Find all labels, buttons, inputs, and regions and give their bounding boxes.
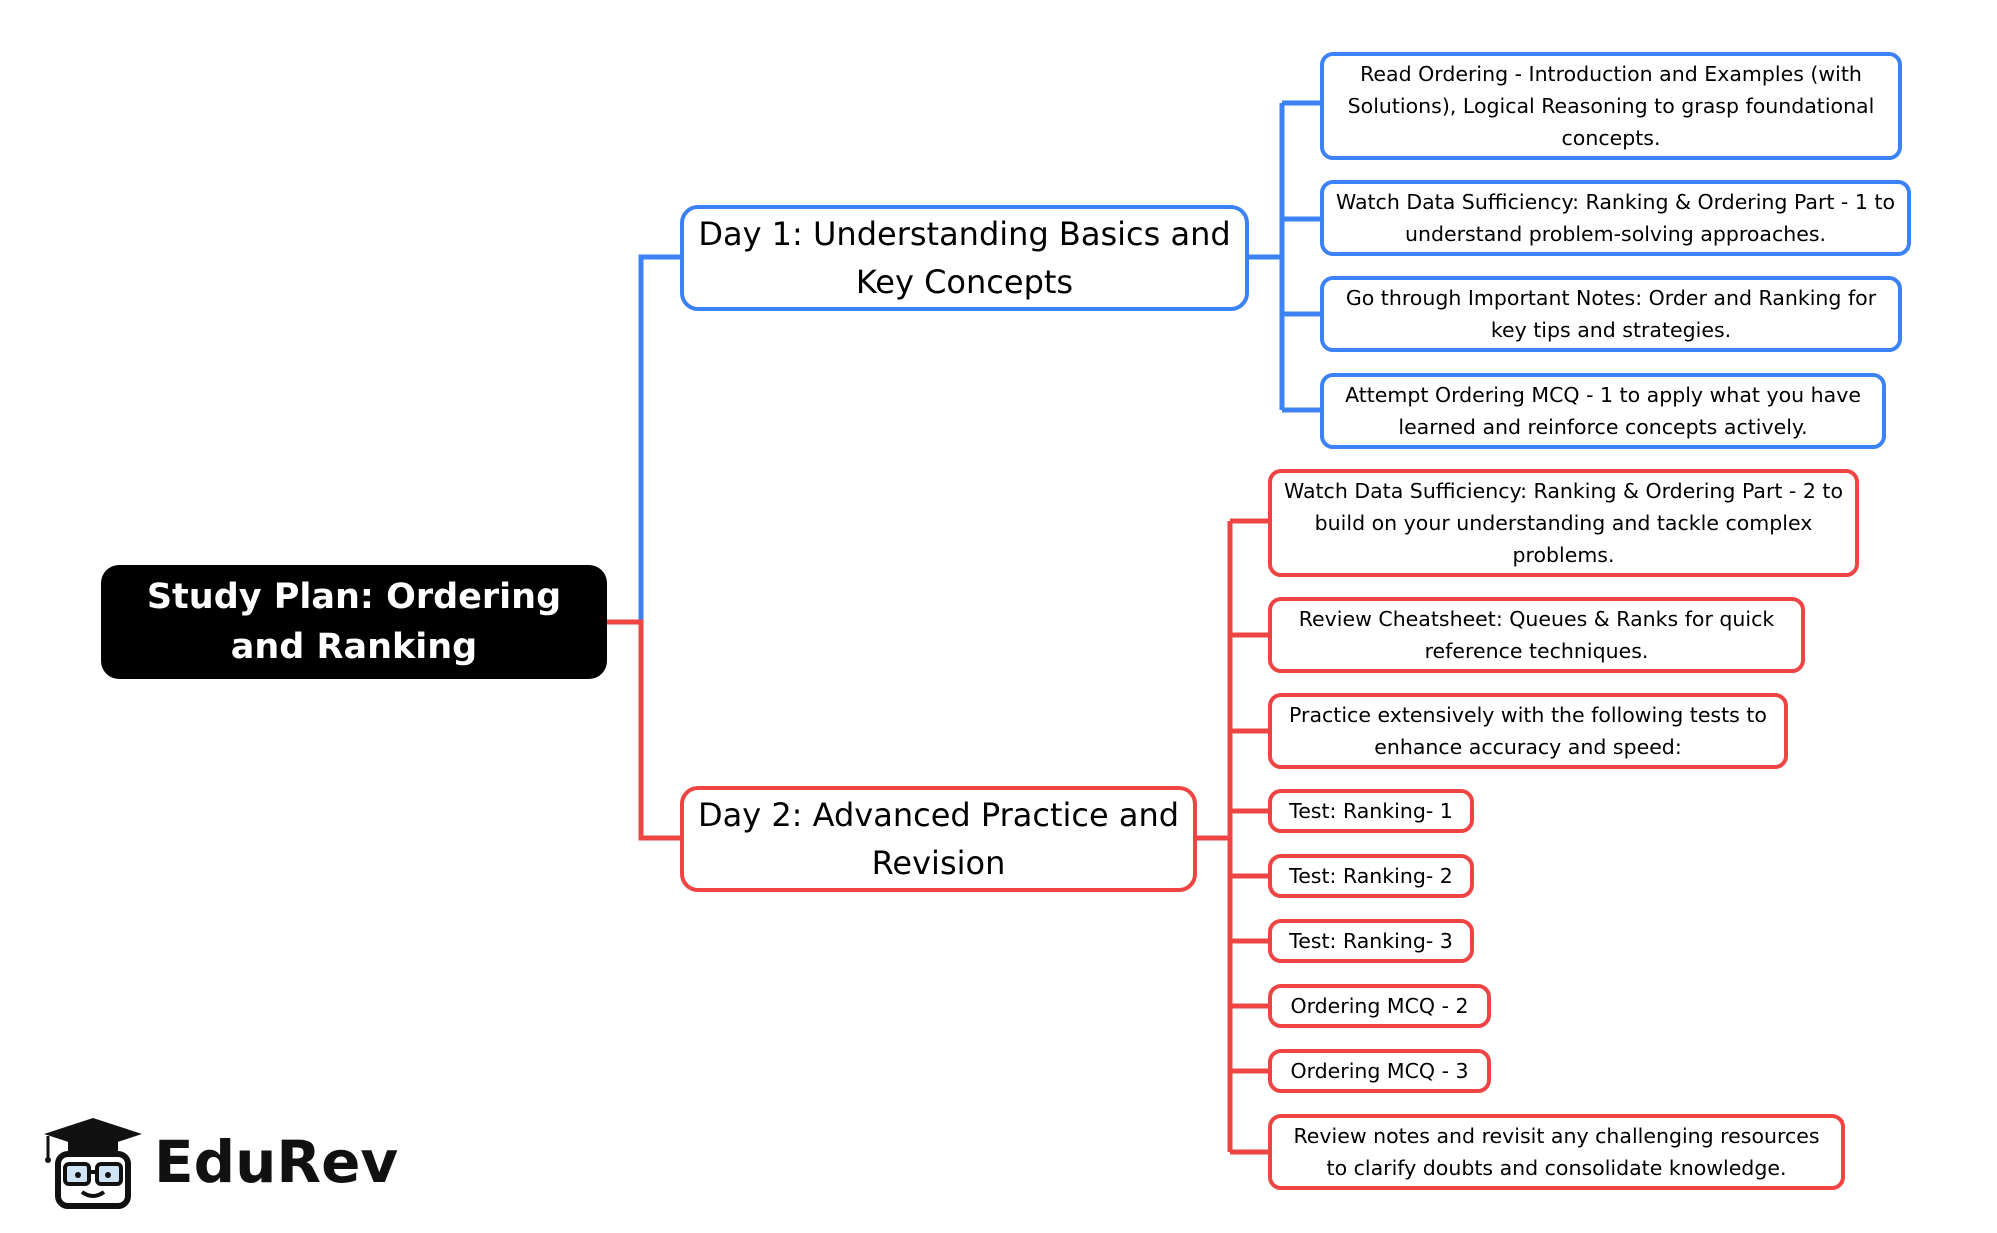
day2-item-9: Review notes and revisit any challenging… [1268,1114,1845,1190]
day1-node: Day 1: Understanding Basics and Key Conc… [680,205,1249,311]
day2-item-1: Watch Data Sufficiency: Ranking & Orderi… [1268,469,1859,577]
day1-item-2: Watch Data Sufficiency: Ranking & Orderi… [1320,180,1911,256]
day1-item-1: Read Ordering - Introduction and Example… [1320,52,1902,160]
day2-label: Day 2: Advanced Practice and Revision [697,796,1180,882]
day2-item-5: Test: Ranking- 2 [1268,854,1474,898]
edurev-logo-text: EduRev [154,1128,399,1196]
day2-item-7: Ordering MCQ - 2 [1268,984,1491,1028]
day2-item-3: Practice extensively with the following … [1268,693,1788,769]
root-to-day1-connector [607,254,680,625]
day2-leaf-connectors [1230,518,1268,1155]
day1-item-4: Attempt Ordering MCQ - 1 to apply what y… [1320,373,1886,449]
graduation-cap-mascot-icon [44,1118,142,1209]
day1-trunk [1249,103,1285,410]
day1-leaf-connectors [1282,100,1320,413]
day2-trunk [1197,521,1233,1152]
root-node: Study Plan: Ordering and Ranking [101,565,607,679]
day2-node: Day 2: Advanced Practice and Revision [680,786,1197,892]
root-label: Study Plan: Ordering and Ranking [146,577,562,667]
day1-label: Day 1: Understanding Basics and Key Conc… [698,215,1231,301]
day1-item-3: Go through Important Notes: Order and Ra… [1320,276,1902,352]
day2-item-4: Test: Ranking- 1 [1268,789,1474,833]
root-to-day2-connector [607,619,680,841]
day2-item-2: Review Cheatsheet: Queues & Ranks for qu… [1268,597,1805,673]
day2-item-6: Test: Ranking- 3 [1268,919,1474,963]
day2-item-8: Ordering MCQ - 3 [1268,1049,1491,1093]
